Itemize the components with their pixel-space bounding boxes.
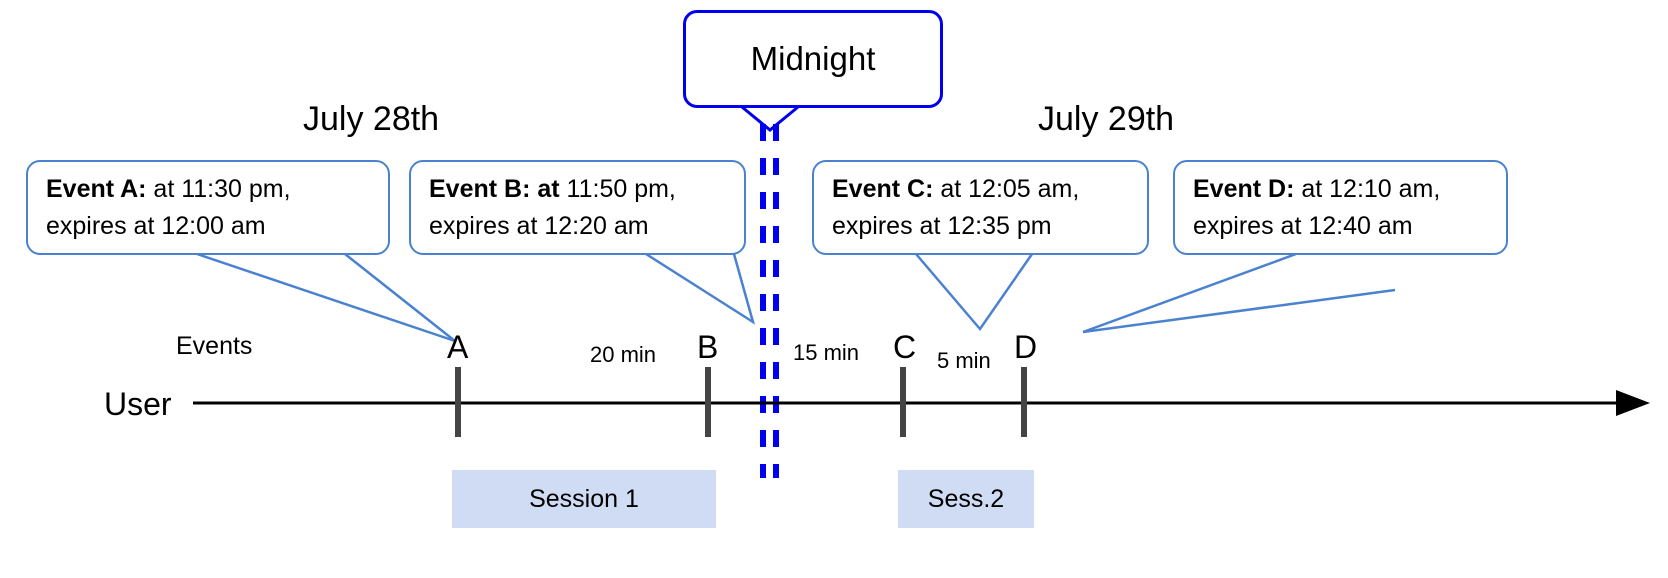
event-letter-a: A: [447, 329, 469, 365]
callout-event-d-line2: expires at 12:40 am: [1193, 211, 1413, 240]
gap-label-b-c: 15 min: [793, 340, 860, 365]
callout-event-c: Event C: at 12:05 am, expires at 12:35 p…: [812, 160, 1149, 255]
callout-event-d-bold: Event D:: [1193, 174, 1295, 203]
callout-event-c-line2: expires at 12:35 pm: [832, 211, 1052, 240]
user-row-label: User: [104, 386, 172, 422]
callout-event-b-rest: 11:50 pm,: [559, 174, 676, 203]
callout-event-b-bold: Event B: at: [429, 174, 560, 203]
session-box-2: Sess.2: [898, 470, 1034, 528]
gap-label-a-b: 20 min: [590, 342, 657, 367]
event-c-leader-line: [915, 253, 1034, 332]
midnight-callout-tail: [741, 105, 799, 132]
callout-event-d-rest: at 12:10 am,: [1294, 174, 1441, 203]
event-letter-b: B: [697, 329, 719, 365]
date-label-july-28: July 28th: [303, 100, 440, 138]
session-box-1: Session 1: [452, 470, 716, 528]
event-letter-c: C: [893, 329, 917, 365]
session-2-label: Sess.2: [927, 484, 1005, 513]
callout-event-a-line1: Event A: at 11:30 pm,: [46, 171, 370, 208]
callout-event-b: Event B: at 11:50 pm, expires at 12:20 a…: [409, 160, 746, 255]
events-row-label: Events: [176, 332, 253, 360]
event-b-leader-line: [645, 252, 756, 325]
date-label-july-29: July 29th: [1038, 100, 1175, 138]
event-a-leader-line-1: [196, 252, 456, 343]
midnight-callout: Midnight: [683, 10, 943, 108]
event-letter-d: D: [1014, 329, 1038, 365]
callout-event-b-line2: expires at 12:20 am: [429, 211, 649, 240]
event-d-leader-line-1: [1082, 252, 1297, 334]
callout-event-a: Event A: at 11:30 pm, expires at 12:00 a…: [26, 160, 390, 255]
callout-event-a-bold: Event A:: [46, 174, 147, 203]
callout-event-b-line1: Event B: at 11:50 pm,: [429, 171, 726, 208]
callout-event-c-rest: at 12:05 am,: [933, 174, 1080, 203]
callout-event-c-bold: Event C:: [832, 174, 934, 203]
callout-event-d: Event D: at 12:10 am, expires at 12:40 a…: [1173, 160, 1508, 255]
callout-event-c-line1: Event C: at 12:05 am,: [832, 171, 1129, 208]
session-1-label: Session 1: [529, 484, 639, 513]
callout-event-d-line1: Event D: at 12:10 am,: [1193, 171, 1488, 208]
callout-event-a-line2: expires at 12:00 am: [46, 211, 266, 240]
gap-label-c-d: 5 min: [937, 348, 991, 373]
event-d-leader-line-2: [1082, 288, 1396, 334]
event-a-leader-line-2: [344, 253, 456, 342]
callout-event-a-rest: at 11:30 pm,: [146, 174, 291, 203]
timeline-arrowhead: [1616, 390, 1650, 416]
midnight-label: Midnight: [750, 40, 876, 77]
